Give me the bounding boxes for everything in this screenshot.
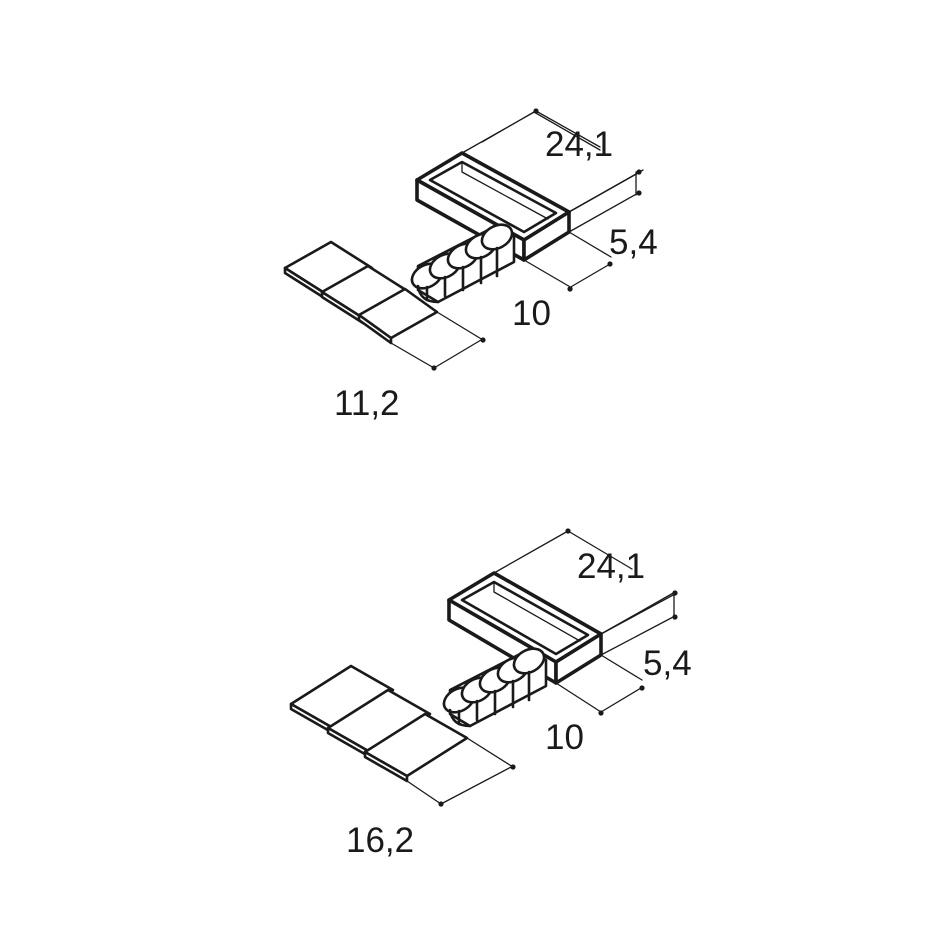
flat-leads [283,240,439,345]
terminal-diagram-top: 24,1 5,4 10 11,2 [283,108,658,423]
dim-lead-label: 11,2 [334,384,400,423]
dim-width-label: 10 [545,718,584,757]
dim-width-label: 10 [512,294,551,333]
dimension-lines-bottom [406,528,678,807]
dim-height-label: 5,4 [609,223,658,262]
dim-height-label: 5,4 [643,644,692,683]
dim-length-label: 24,1 [577,547,645,586]
dim-lead-label: 16,2 [346,821,414,860]
terminal-diagram-bottom: 24,1 5,4 10 16,2 [289,528,692,860]
dimension-lines-top [390,108,644,371]
insulation-sleeve [415,151,571,262]
dim-length-label: 24,1 [545,125,613,164]
crimp-barrel [442,647,548,728]
flat-leads [289,664,469,783]
crimp-barrel [410,223,516,304]
